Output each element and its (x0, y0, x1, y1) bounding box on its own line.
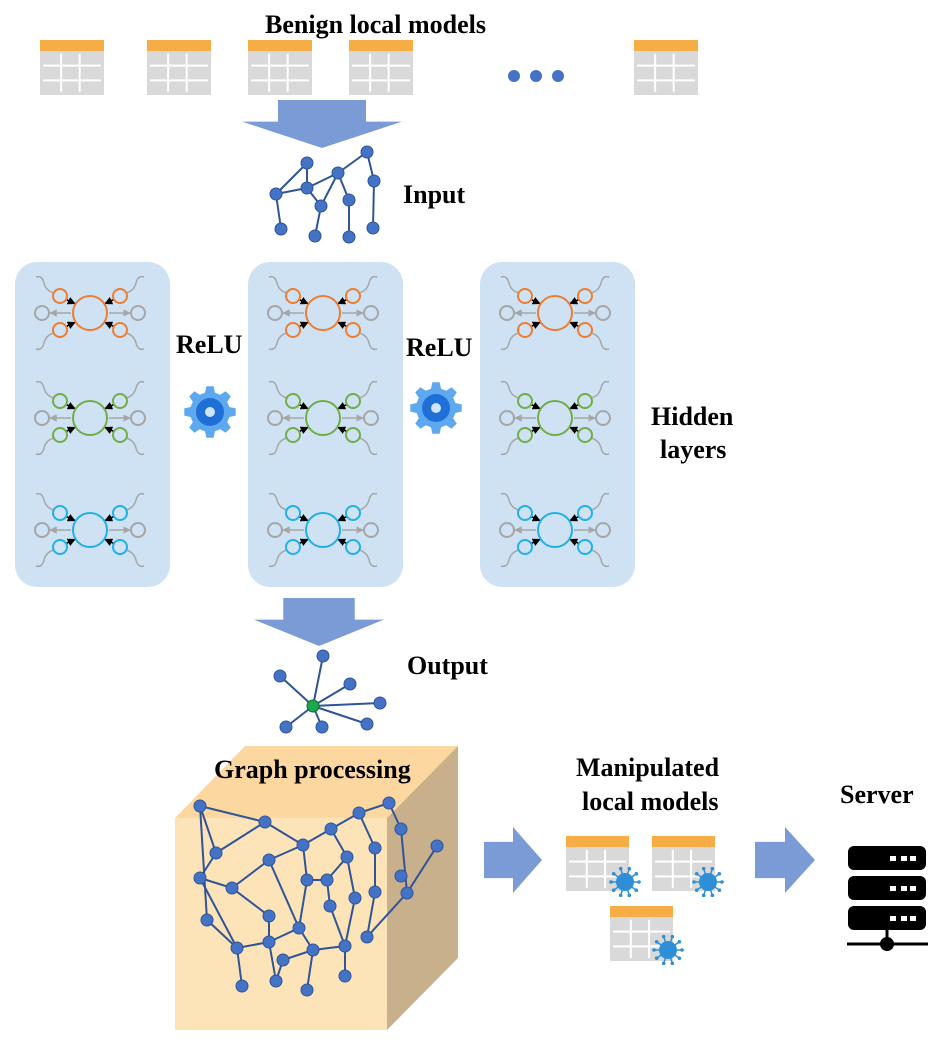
graph-node (279, 720, 293, 734)
hidden-layer-panel-3 (480, 262, 635, 587)
hidden-layer-panel-2 (248, 262, 403, 587)
graph-node (368, 841, 382, 855)
graph-node (360, 145, 374, 159)
server-label: Server (840, 780, 914, 809)
cube-graph (193, 796, 444, 997)
graph-node (360, 717, 374, 731)
graph-node (331, 166, 345, 180)
output-graph (273, 649, 387, 734)
hidden-layers-label-2: layers (660, 435, 727, 464)
graph-node (323, 899, 337, 913)
output-label: Output (407, 651, 488, 680)
input-graph (269, 145, 381, 244)
relu-label-1: ReLU (176, 330, 243, 359)
graph-node (292, 921, 306, 935)
benign-table-icon-3 (248, 40, 312, 95)
benign-table-icon-5 (634, 40, 698, 95)
graph-node (200, 913, 214, 927)
virus-icon-1 (609, 866, 641, 898)
graph-node (262, 909, 276, 923)
graph-node (324, 822, 338, 836)
graph-node (315, 720, 329, 734)
virus-icon-2 (692, 866, 724, 898)
graph-node (338, 939, 352, 953)
graph-node (368, 885, 382, 899)
server-icon (847, 846, 928, 951)
graph-node (193, 871, 207, 885)
graph-node (382, 796, 396, 810)
gear-icon-2 (410, 382, 462, 434)
graph-node (373, 696, 387, 710)
graph-node (300, 181, 314, 195)
graph-node (342, 193, 356, 207)
graph-node (296, 838, 310, 852)
graph-node (235, 979, 249, 993)
benign-table-icon-4 (349, 40, 413, 95)
graph-node (269, 974, 283, 988)
graph-node (430, 839, 444, 853)
graph-node (258, 815, 272, 829)
graph-node (308, 229, 322, 243)
hidden-layers-label-1: Hidden (651, 402, 734, 431)
benign-table-icon-1 (40, 40, 104, 95)
graph-processing-cube (175, 746, 458, 1030)
graph-node (193, 799, 207, 813)
graph-node (306, 943, 320, 957)
manipulated-label-1: Manipulated (576, 753, 720, 782)
benign-table-icon-2 (147, 40, 211, 95)
graph-node (262, 935, 276, 949)
manipulated-label-2: local models (582, 787, 719, 816)
graph-node (225, 881, 239, 895)
relu-label-2: ReLU (406, 333, 473, 362)
virus-icon-3 (652, 934, 684, 966)
graph-node (273, 669, 287, 683)
graph-node (343, 677, 357, 691)
graph-node (230, 941, 244, 955)
graph-node (342, 230, 356, 244)
graph-node (338, 969, 352, 983)
graph-node (352, 806, 366, 820)
graph-processing-label: Graph processing (214, 755, 411, 784)
center-node (306, 699, 320, 713)
graph-node (366, 221, 380, 235)
graph-node (400, 886, 414, 900)
input-label: Input (403, 180, 466, 209)
graph-node (348, 891, 362, 905)
graph-node (274, 222, 288, 236)
graph-node (367, 174, 381, 188)
graph-node (276, 953, 290, 967)
down-arrow-icon-1 (242, 100, 402, 148)
graph-node (300, 983, 314, 997)
graph-node (360, 930, 374, 944)
gear-icon-1 (184, 386, 236, 438)
down-arrow-icon-2 (254, 598, 384, 646)
graph-node (316, 649, 330, 663)
graph-node (394, 822, 408, 836)
graph-node (209, 846, 223, 860)
benign-models-label: Benign local models (265, 10, 487, 39)
graph-node (394, 869, 408, 883)
ellipsis-icon (508, 70, 564, 82)
right-arrow-icon-2 (755, 827, 815, 893)
graph-node (314, 199, 328, 213)
hidden-layer-panel-1 (15, 262, 170, 587)
graph-node (320, 873, 334, 887)
manipulated-table-icon-2 (652, 836, 715, 891)
graph-node (300, 156, 314, 170)
graph-node (340, 850, 354, 864)
graph-node (300, 873, 314, 887)
right-arrow-icon-1 (484, 827, 542, 893)
graph-node (269, 187, 283, 201)
graph-node (262, 853, 276, 867)
